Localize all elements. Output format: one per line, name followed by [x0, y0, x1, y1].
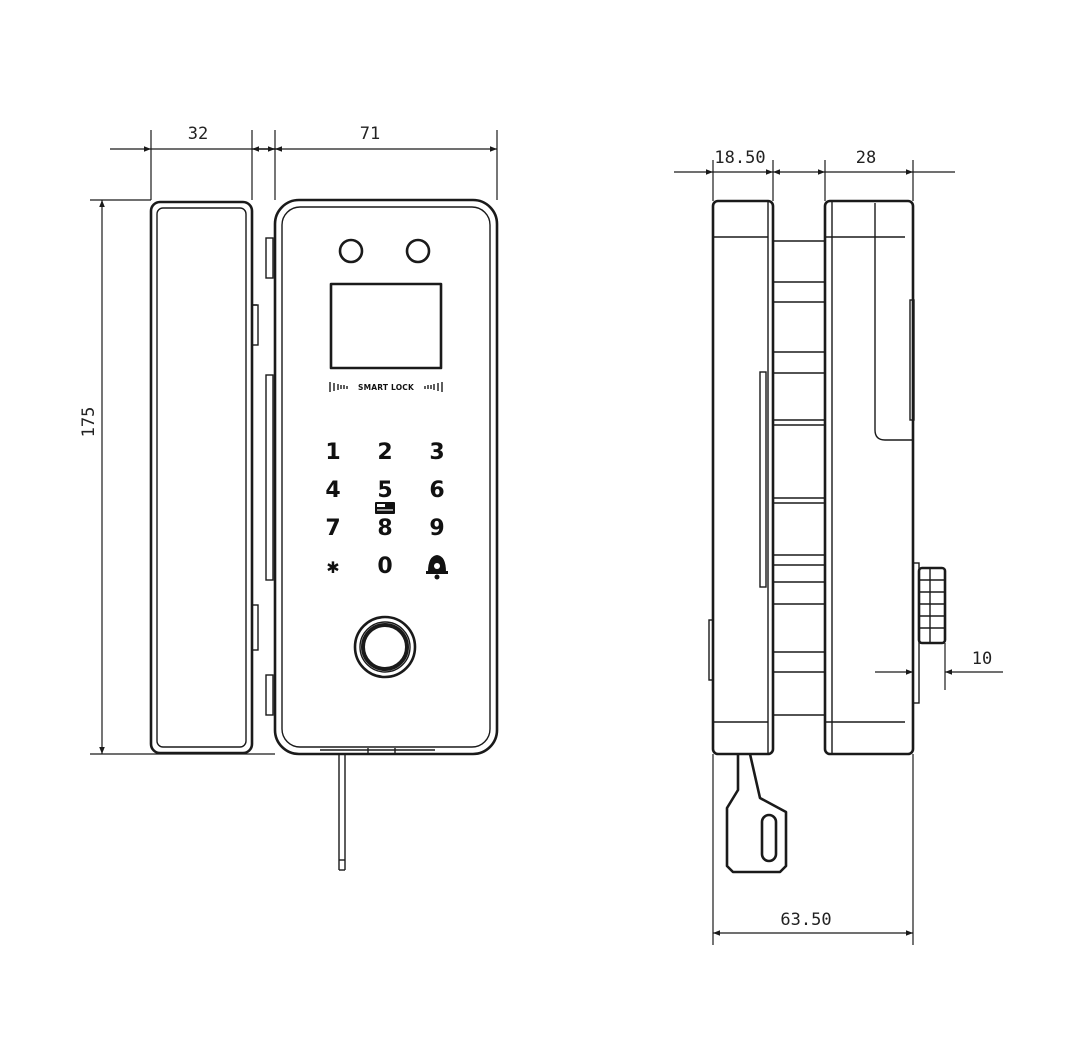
fingerprint-sensor-icon[interactable] — [353, 615, 417, 679]
lock-front-panel — [273, 198, 499, 756]
dimension-knob: 10 — [875, 643, 1003, 690]
handle-bar — [149, 200, 254, 755]
key-9[interactable]: 9 — [429, 516, 444, 541]
dim-18-50-label: 18.50 — [714, 148, 765, 168]
key-0[interactable]: 0 — [377, 554, 392, 579]
side-view: 18.50 28 10 63.50 — [674, 148, 1003, 945]
dimension-height: 175 — [79, 199, 275, 755]
key-8[interactable]: 8 — [377, 516, 392, 541]
signal-bars-right — [424, 382, 443, 392]
key-6[interactable]: 6 — [429, 478, 444, 503]
key-1[interactable]: 1 — [325, 440, 340, 465]
emergency-key-rod — [338, 754, 346, 871]
key-4[interactable]: 4 — [325, 478, 340, 503]
keypad: 1 2 3 4 5 6 7 8 9 ✱ 0 — [325, 440, 448, 580]
dimension-handle-width: 32 — [110, 124, 280, 200]
key-7[interactable]: 7 — [325, 516, 340, 541]
key-5[interactable]: 5 — [377, 478, 392, 503]
card-reader-icon — [375, 502, 395, 514]
dim-32-label: 32 — [188, 124, 208, 144]
thumb-turn-knob[interactable] — [912, 562, 947, 704]
dim-63-50-label: 63.50 — [780, 910, 831, 930]
camera-lens-icon — [338, 238, 431, 264]
face-recognition-screen — [329, 282, 443, 370]
glass-clamp — [773, 240, 825, 716]
dim-175-label: 175 — [79, 407, 99, 438]
dimension-side-body: 28 — [773, 148, 955, 201]
dimension-front-width: 71 — [256, 124, 498, 200]
front-view: SMART LOCK 1 2 3 4 5 6 7 8 9 ✱ 0 — [79, 124, 499, 871]
dimension-total-depth: 63.50 — [712, 754, 914, 945]
signal-bars-left — [329, 382, 348, 392]
dim-71-label: 71 — [360, 124, 380, 144]
key-2[interactable]: 2 — [377, 440, 392, 465]
dim-10-label: 10 — [972, 649, 992, 669]
key-star[interactable]: ✱ — [326, 558, 339, 577]
smart-lock-label: SMART LOCK — [358, 383, 415, 392]
doorbell-icon[interactable] — [426, 555, 448, 580]
outer-body — [708, 199, 775, 756]
dimension-side-outer: 18.50 — [674, 148, 774, 201]
emergency-key — [725, 753, 788, 874]
inner-body — [823, 199, 915, 756]
brand-label: SMART LOCK — [329, 382, 443, 392]
key-3[interactable]: 3 — [429, 440, 444, 465]
hinge-strip — [251, 237, 274, 716]
dim-28-label: 28 — [856, 148, 876, 168]
